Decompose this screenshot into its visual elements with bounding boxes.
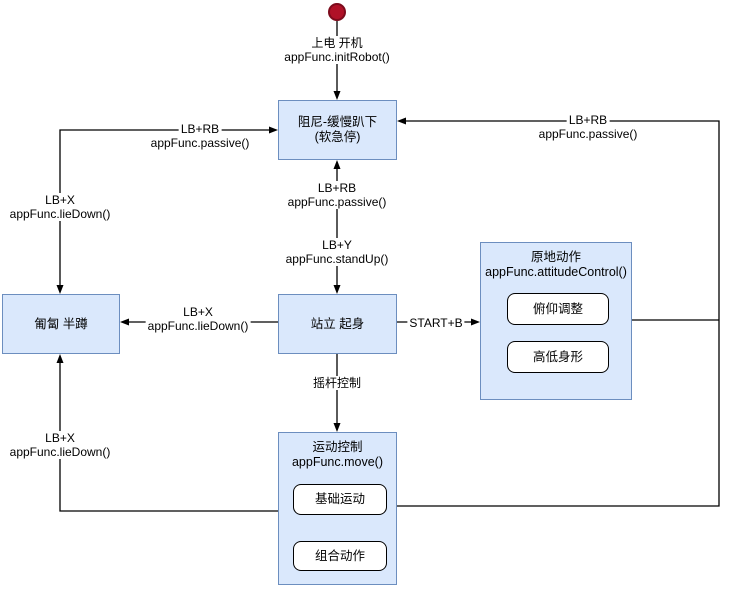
arrowhead-into-damping-left <box>269 126 278 134</box>
action-pitch-adjust-label: 俯仰调整 <box>532 301 583 316</box>
arrowhead-into-crouch-bottom <box>56 354 64 363</box>
action-combo-motion-label: 组合动作 <box>314 548 365 563</box>
edge-label-liedown-upper-line1: LB+X <box>43 193 77 207</box>
action-basic-motion-label: 基础运动 <box>314 492 365 506</box>
state-move-container[interactable]: 运动控制 appFunc.move() 基础运动 组合动作 <box>278 432 397 585</box>
edge-label-passive-mid: LB+RB appFunc.passive() <box>285 181 389 209</box>
arrowhead-into-stand-top <box>333 285 341 294</box>
edge-label-power-on-line2: appFunc.initRobot() <box>282 50 392 64</box>
edge-label-standup: LB+Y appFunc.standUp() <box>283 238 391 266</box>
edge-label-liedown-mid-line1: LB+X <box>181 305 215 319</box>
start-state-circle[interactable] <box>328 3 346 21</box>
edge-label-passive-right: LB+RB appFunc.passive() <box>536 113 640 141</box>
edge-label-standup-line1: LB+Y <box>320 238 354 252</box>
edge-label-liedown-lower-line1: LB+X <box>43 431 77 445</box>
state-attitude-subtitle: appFunc.attitudeControl() <box>485 265 627 279</box>
edge-label-liedown-lower-line2: appFunc.lieDown() <box>7 445 113 459</box>
state-move-title: 运动控制 <box>312 440 363 454</box>
state-attitude-container[interactable]: 原地动作 appFunc.attitudeControl() 俯仰调整 高低身形 <box>480 242 632 400</box>
edge-label-passive-left: LB+RB appFunc.passive() <box>148 122 252 150</box>
action-basic-motion[interactable]: 基础运动 <box>293 484 387 515</box>
state-stand[interactable]: 站立 起身 <box>278 294 397 354</box>
edge-label-standup-line2: appFunc.standUp() <box>283 252 391 266</box>
edge-label-power-on-line1: 上电 开机 <box>309 36 365 50</box>
action-body-height[interactable]: 高低身形 <box>507 341 609 373</box>
state-crouch-label: 匍匐 半蹲 <box>34 316 88 331</box>
edge-label-liedown-lower: LB+X appFunc.lieDown() <box>7 431 113 459</box>
arrowhead-into-damping-right <box>397 117 406 125</box>
edge-label-passive-left-line2: appFunc.passive() <box>148 136 252 150</box>
edge-label-liedown-upper-line2: appFunc.lieDown() <box>7 207 113 221</box>
state-damping-label-line1: 阻尼-缓慢趴下 <box>297 115 378 129</box>
arrowhead-into-damping-top <box>333 91 341 100</box>
state-move-subtitle: appFunc.move() <box>291 455 383 469</box>
arrowhead-into-attitude-left <box>471 318 480 326</box>
edge-label-passive-left-line1: LB+RB <box>178 122 222 136</box>
state-damping-label-line2: (软急停) <box>314 130 361 144</box>
state-attitude-title: 原地动作 <box>530 250 581 264</box>
edge-label-power-on: 上电 开机 appFunc.initRobot() <box>282 36 392 64</box>
action-combo-motion[interactable]: 组合动作 <box>293 541 387 571</box>
edge-label-start-b: START+B <box>407 316 465 330</box>
edge-label-start-b-line1: START+B <box>407 316 465 330</box>
edge-label-passive-mid-line1: LB+RB <box>315 181 359 195</box>
state-damping[interactable]: 阻尼-缓慢趴下 (软急停) <box>278 100 397 160</box>
arrowhead-into-move-top <box>333 423 341 432</box>
state-stand-label: 站立 起身 <box>310 316 365 331</box>
edge-label-passive-mid-line2: appFunc.passive() <box>285 195 389 209</box>
edge-lowerleft-path <box>59 362 278 512</box>
arrowhead-into-crouch-top <box>56 285 64 294</box>
action-pitch-adjust[interactable]: 俯仰调整 <box>507 293 609 325</box>
edge-label-joystick-line1: 摇杆控制 <box>310 376 364 390</box>
edge-label-passive-right-line2: appFunc.passive() <box>536 127 640 141</box>
edge-label-liedown-upper: LB+X appFunc.lieDown() <box>7 193 113 221</box>
edge-right-path <box>397 120 720 507</box>
edge-label-liedown-mid: LB+X appFunc.lieDown() <box>145 305 251 333</box>
arrowhead-into-damping-bottom <box>333 160 341 169</box>
edge-label-liedown-mid-line2: appFunc.lieDown() <box>145 319 251 333</box>
edge-label-joystick: 摇杆控制 <box>310 376 364 390</box>
state-crouch[interactable]: 匍匐 半蹲 <box>2 294 120 354</box>
edge-label-passive-right-line1: LB+RB <box>566 113 610 127</box>
action-body-height-label: 高低身形 <box>532 349 583 364</box>
arrowhead-into-crouch-right <box>120 318 129 326</box>
